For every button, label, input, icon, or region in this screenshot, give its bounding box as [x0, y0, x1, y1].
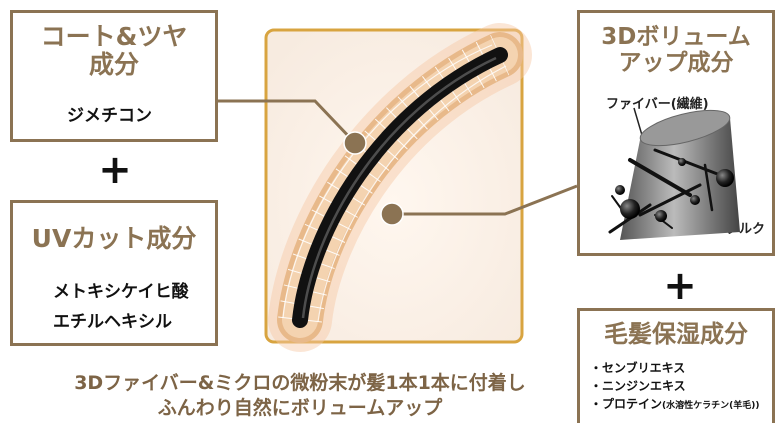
caption-line-2: ふんわり自然にボリュームアップ [157, 396, 443, 419]
uv-cut-item-1: メトキシケイヒ酸 [53, 282, 189, 302]
hair-core-highlight [301, 56, 497, 319]
moisturizing-title: 毛髪保湿成分 [604, 320, 748, 348]
hair-net-outline-1 [282, 44, 493, 319]
fiber-label: ファイバー(繊維) [606, 97, 709, 112]
caption: 3Dファイバー&ミクロの微粉末が髪1本1本に付着し ふんわり自然にボリュームアッ… [20, 371, 580, 420]
moisturizing-box: 毛髪保湿成分 ・センブリエキス ・ニンジンエキス ・プロテイン(水溶性ケラチン(… [577, 308, 775, 423]
coat-gloss-box: コート&ツヤ 成分 ジメチコン [10, 10, 218, 142]
uv-cut-item-2: エチルヘキシル [53, 312, 172, 332]
plus-sign-left: + [98, 147, 132, 193]
protein-note: (水溶性ケラチン(羊毛)) [662, 401, 760, 411]
protein-label: ・プロテイン [590, 397, 663, 411]
connector-dot-volume [380, 202, 404, 226]
caption-line-1: 3Dファイバー&ミクロの微粉末が髪1本1本に付着し [74, 372, 526, 394]
plus-sign-right: + [663, 263, 697, 309]
connector-dot-coat [343, 131, 367, 155]
uv-cut-title: UVカット成分 [31, 224, 197, 253]
volume-up-title: 3Dボリューム アップ成分 [601, 24, 751, 76]
moisturizing-item-2: ・ニンジンエキス [590, 379, 686, 393]
coat-gloss-title: コート&ツヤ 成分 [40, 22, 188, 79]
hair-net-outline-2 [317, 65, 507, 323]
connector-volume [392, 184, 578, 216]
moisturizing-item-1: ・センブリエキス [590, 361, 686, 375]
connector-coat [218, 99, 357, 145]
uv-cut-box: UVカット成分 メトキシケイヒ酸 エチルヘキシル [10, 200, 218, 346]
moisturizing-item-3: ・プロテイン(水溶性ケラチン(羊毛)) [590, 395, 772, 412]
coat-gloss-item: ジメチコン [67, 106, 152, 126]
fiber-illustration [608, 107, 740, 240]
